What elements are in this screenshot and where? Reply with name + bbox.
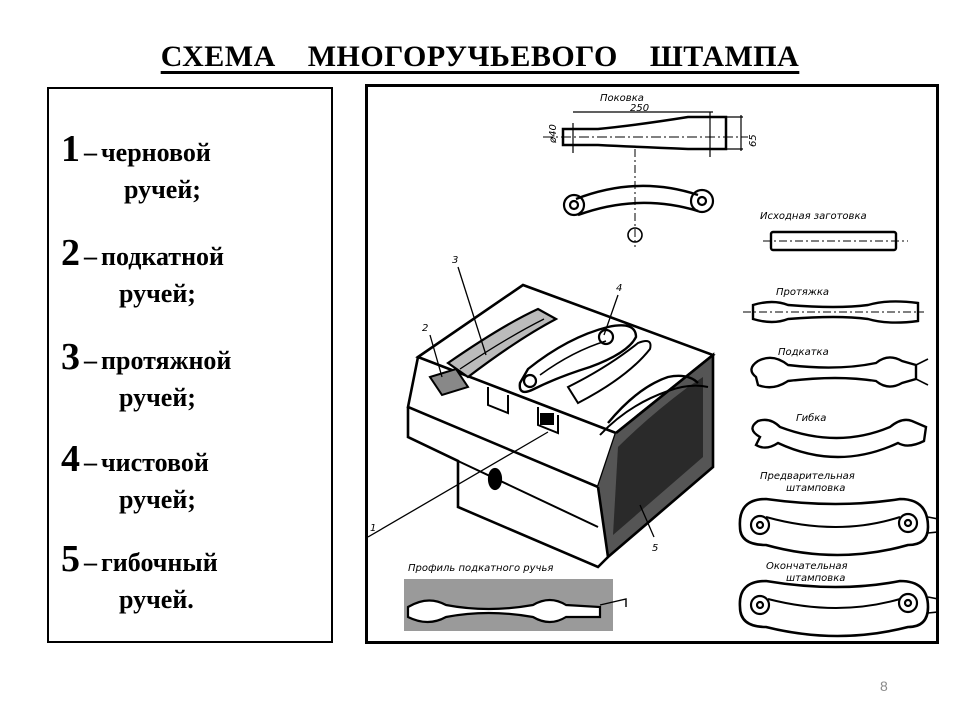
svg-text:Гибка: Гибка bbox=[796, 412, 826, 424]
stage-blank: Исходная заготовка bbox=[760, 211, 908, 252]
callouts bbox=[368, 266, 655, 538]
legend-text: черновой bbox=[101, 138, 211, 167]
svg-text:Профиль подкатного ручья: Профиль подкатного ручья bbox=[408, 563, 553, 574]
svg-text:Окончательная: Окончательная bbox=[766, 561, 848, 572]
legend-item-5: 5 – гибочный ручей. bbox=[61, 537, 218, 614]
legend-item-1: 1 – черновой ручей; bbox=[61, 127, 211, 204]
rolling-profile: Профиль подкатного ручья bbox=[404, 563, 627, 631]
slide-title: СХЕМА МНОГОРУЧЬЕВОГО ШТАМПА bbox=[160, 40, 800, 73]
forging-drawing: Поковка 250 ø40 65 bbox=[543, 93, 759, 247]
legend-number: 3 bbox=[61, 336, 80, 378]
dimension-40: ø40 bbox=[548, 124, 559, 144]
legend-dash: – bbox=[84, 346, 97, 375]
svg-text:Подкатка: Подкатка bbox=[778, 347, 829, 358]
svg-text:Исходная заготовка: Исходная заготовка bbox=[760, 211, 867, 222]
legend-number: 2 bbox=[61, 232, 80, 274]
svg-text:Предварительная: Предварительная bbox=[760, 471, 855, 482]
dimension-250: 250 bbox=[630, 103, 649, 114]
callout-2: 2 bbox=[422, 323, 428, 334]
legend-box: 1 – черновой ручей; 2 – подкатной ручей;… bbox=[47, 87, 333, 643]
figure-box: Поковка 250 ø40 65 bbox=[365, 84, 939, 644]
callout-3: 3 bbox=[452, 255, 458, 266]
legend-text: гибочный bbox=[101, 548, 218, 577]
dimension-65: 65 bbox=[748, 134, 759, 147]
callout-1: 1 bbox=[370, 523, 376, 534]
stage-preliminary: Предварительная штамповка bbox=[738, 471, 936, 557]
legend-item-4: 4 – чистовой ручей; bbox=[61, 437, 209, 514]
legend-text-cont: ручей; bbox=[119, 279, 196, 308]
legend-number: 1 bbox=[61, 128, 80, 170]
legend-text: чистовой bbox=[101, 448, 209, 477]
page-number: 8 bbox=[880, 678, 888, 694]
svg-text:штамповка: штамповка bbox=[786, 483, 845, 494]
stage-final: Окончательная штамповка bbox=[738, 561, 936, 638]
legend-dash: – bbox=[84, 242, 97, 271]
stage-drawing: Протяжка bbox=[743, 287, 924, 324]
legend-text-cont: ручей. bbox=[119, 585, 194, 614]
stage-bending: Гибка bbox=[751, 412, 928, 459]
legend-text: подкатной bbox=[101, 242, 225, 271]
die-block bbox=[406, 283, 716, 569]
callout-4: 4 bbox=[616, 283, 622, 294]
svg-text:Протяжка: Протяжка bbox=[776, 287, 829, 298]
callout-5: 5 bbox=[652, 543, 658, 554]
legend-number: 5 bbox=[61, 538, 80, 580]
legend-dash: – bbox=[84, 448, 97, 477]
legend-text-cont: ручей; bbox=[119, 485, 196, 514]
legend-dash: – bbox=[84, 138, 97, 167]
svg-text:штамповка: штамповка bbox=[786, 573, 845, 584]
legend-number: 4 bbox=[61, 438, 80, 480]
stage-rolling: Подкатка bbox=[750, 347, 929, 389]
legend-text-cont: ручей; bbox=[119, 383, 196, 412]
forging-label: Поковка bbox=[600, 93, 644, 104]
legend-item-3: 3 – протяжной ручей; bbox=[61, 335, 232, 412]
legend-text-cont: ручей; bbox=[124, 175, 201, 204]
legend-item-2: 2 – подкатной ручей; bbox=[61, 231, 225, 308]
legend-dash: – bbox=[84, 548, 97, 577]
legend-text: протяжной bbox=[101, 346, 232, 375]
die-illustration: Поковка 250 ø40 65 bbox=[368, 93, 936, 638]
